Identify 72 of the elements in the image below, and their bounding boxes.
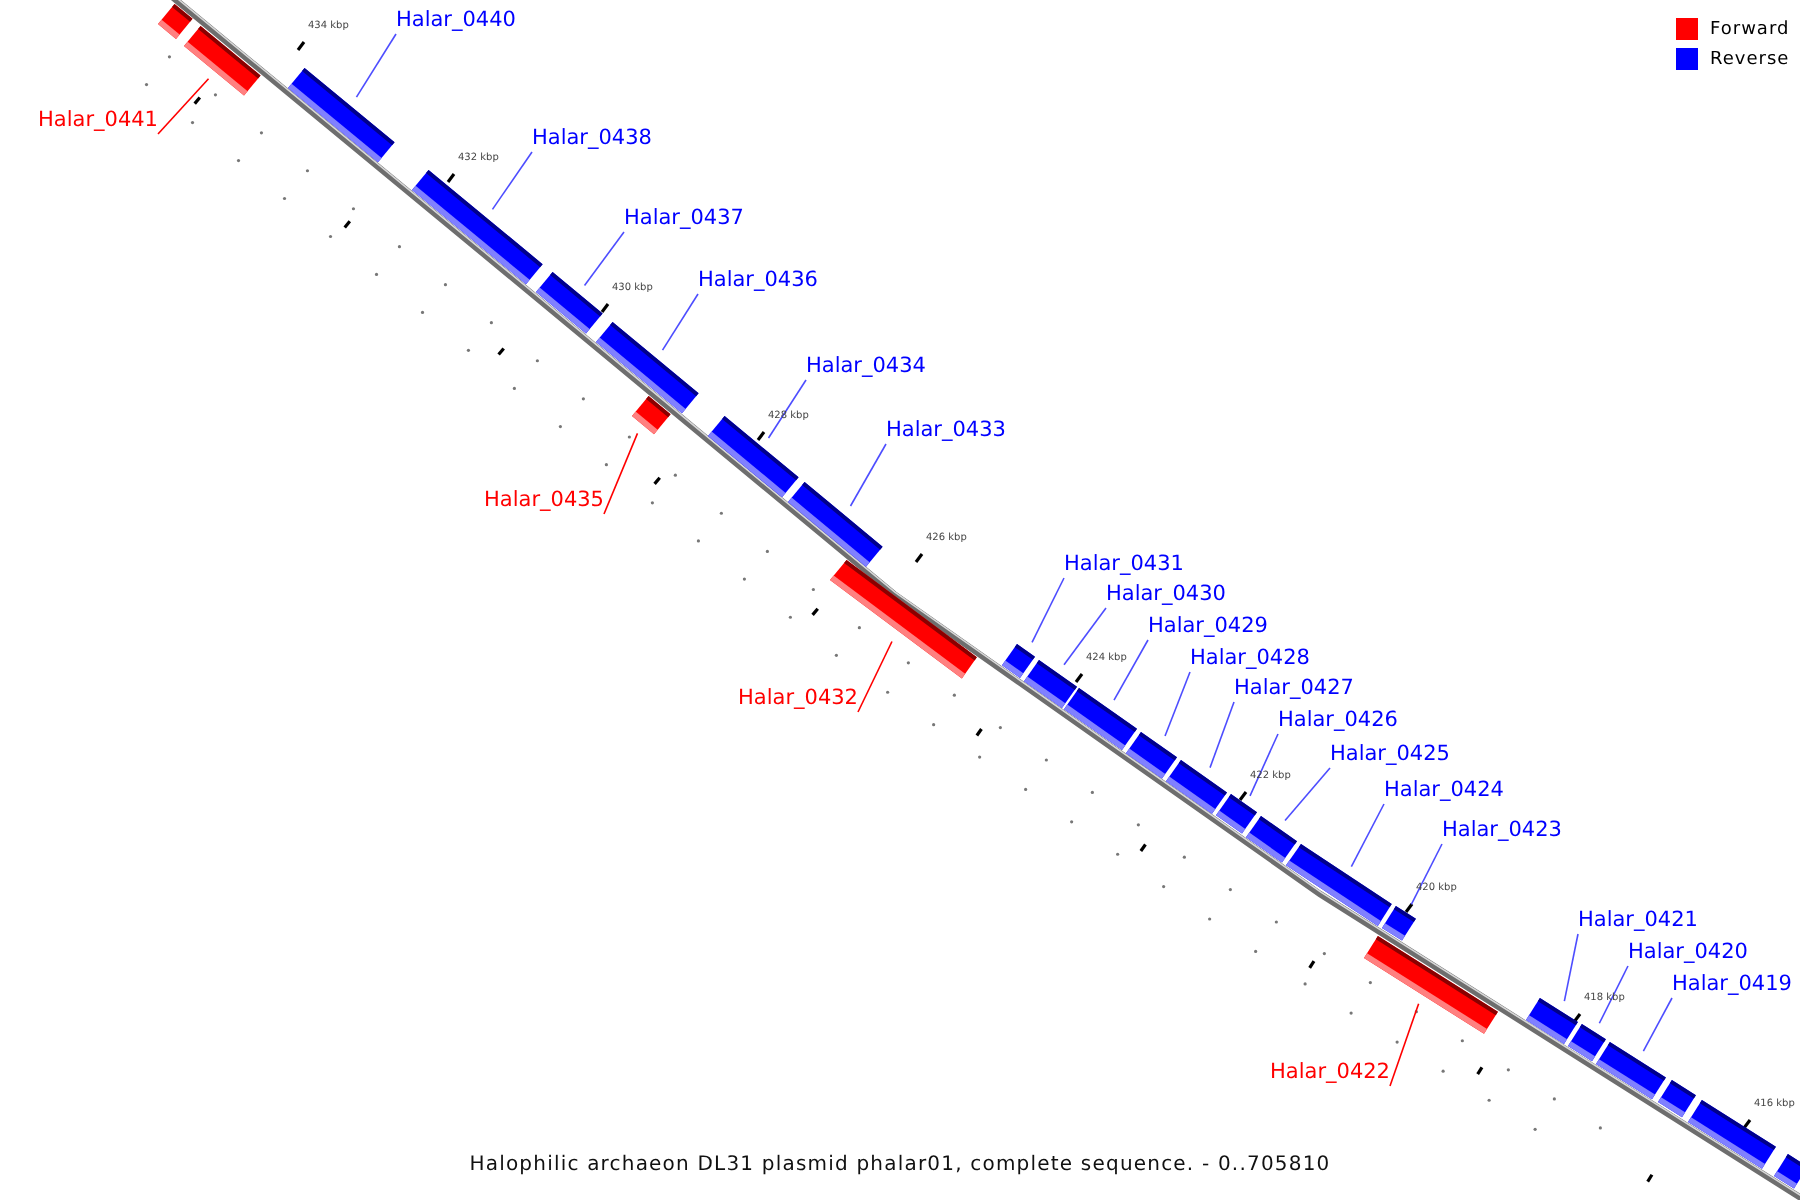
leader-line [661, 293, 699, 351]
gene-bar [1688, 1099, 1776, 1169]
gene-bar [1064, 687, 1138, 750]
leader-line [603, 432, 639, 515]
leader-line [1410, 843, 1443, 906]
gene-bar [1568, 1024, 1606, 1062]
gene-label: Halar_0423 [1442, 818, 1562, 844]
gene-bar [1024, 659, 1078, 708]
gene-bar [596, 322, 700, 414]
leader-line [1164, 671, 1191, 737]
leader-line [1598, 965, 1629, 1025]
gene-label: Halar_0427 [1234, 676, 1354, 702]
gene-bar [1286, 844, 1392, 926]
leader-line [1350, 803, 1385, 868]
gene-label: Halar_0438 [532, 126, 652, 152]
leader-line [857, 640, 893, 713]
gene-label: Halar_0437 [624, 206, 744, 232]
gene-bar [1002, 644, 1036, 678]
leader-line [1389, 1002, 1420, 1087]
gene-bar [1126, 731, 1178, 779]
gene-bar [1526, 997, 1578, 1044]
leader-line [767, 379, 807, 439]
gene-bar [1596, 1041, 1666, 1100]
leader-line [1284, 767, 1331, 822]
gene-bar [632, 396, 672, 435]
gene-bar [830, 560, 978, 680]
leader-line [849, 443, 887, 507]
gene-label: Halar_0436 [698, 268, 818, 294]
gene-bar [788, 481, 884, 567]
gene-label: Halar_0440 [396, 8, 516, 34]
legend-label: Reverse [1710, 49, 1790, 69]
gene-label: Halar_0433 [886, 418, 1006, 444]
gene-bar [1382, 906, 1416, 942]
leader-line [1031, 577, 1065, 644]
gene-bar [1166, 759, 1228, 814]
leader-line [157, 77, 210, 135]
gene-label: Halar_0426 [1278, 708, 1398, 734]
gene-bar [184, 26, 262, 96]
gene-label: Halar_0441 [38, 108, 158, 134]
gene-bar [1216, 794, 1258, 835]
caption: Halophilic archaeon DL31 plasmid phalar01, complete sequence. - 0..705810 [467, 1154, 1333, 1176]
gene-label: Halar_0430 [1106, 582, 1226, 608]
gene-label: Halar_0422 [1270, 1060, 1390, 1086]
gene-label: Halar_0420 [1628, 940, 1748, 966]
gene-bar [1246, 815, 1298, 863]
leader-line [583, 231, 625, 287]
leader-line [1563, 933, 1579, 1002]
gene-bar [1774, 1154, 1800, 1189]
gene-bar [158, 4, 194, 40]
gene-bar [288, 67, 396, 162]
gene-bar [536, 272, 604, 334]
gene-label: Halar_0419 [1672, 972, 1792, 998]
gene-label: Halar_0435 [484, 488, 604, 514]
leader-line [1113, 639, 1149, 701]
leader-line [1249, 733, 1279, 797]
leader-line [1209, 701, 1235, 769]
legend-label: Forward [1710, 19, 1790, 39]
leader-line [1063, 607, 1107, 666]
gene-label: Halar_0432 [738, 686, 858, 712]
gene-bar [1363, 935, 1498, 1034]
gene-label: Halar_0431 [1064, 552, 1184, 578]
gene-label: Halar_0428 [1190, 646, 1310, 672]
gene-label: Halar_0425 [1330, 742, 1450, 768]
gene-label: Halar_0434 [806, 354, 926, 380]
gene-label: Halar_0424 [1384, 778, 1504, 804]
gene-label: Halar_0421 [1578, 908, 1698, 934]
gene-bar [1658, 1080, 1696, 1119]
leader-line [355, 33, 397, 98]
gene-label: Halar_0429 [1148, 614, 1268, 640]
leader-line [1642, 997, 1673, 1052]
gene-bar [412, 170, 544, 285]
leader-line [491, 151, 533, 211]
